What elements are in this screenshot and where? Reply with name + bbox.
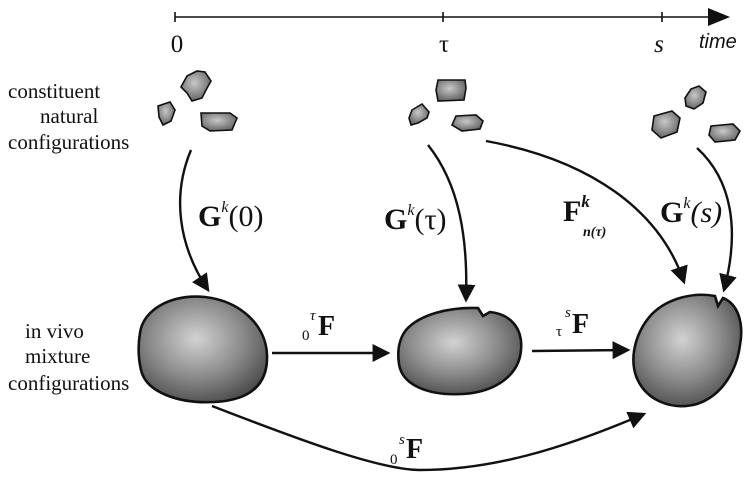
label-G0-symbol: G xyxy=(198,200,221,233)
time-axis-label: time xyxy=(699,31,737,53)
label-Fn-superscript: k xyxy=(581,192,590,211)
label-Ftaus-symbol: F xyxy=(572,309,589,340)
label-Gtau-superscript: k xyxy=(407,202,415,219)
label-Fn: Fk xyxy=(563,192,590,228)
label-G0-superscript: k xyxy=(221,199,229,216)
label-F0tau: τ 0 F xyxy=(302,308,335,344)
mixture-label-line-3: configurations xyxy=(8,371,129,395)
label-F0s-pre-sub: 0 xyxy=(390,452,398,468)
label-Gtau-argument: (τ) xyxy=(414,203,446,236)
tick-label-s: s xyxy=(654,31,664,58)
label-G0-argument: (0) xyxy=(228,200,263,233)
arrow-G0 xyxy=(178,149,210,293)
label-Fn-subscript: n(τ) xyxy=(583,225,606,240)
label-Ftaus-pre-sub: τ xyxy=(556,324,562,340)
label-F0tau-symbol: F xyxy=(318,311,335,342)
mixture-body-time-tau xyxy=(396,306,523,396)
label-F0s-symbol: F xyxy=(406,434,423,465)
particles-time-s xyxy=(651,85,741,143)
particle xyxy=(180,70,212,102)
particles-time-tau xyxy=(408,79,484,132)
label-Gs: Gk(s) xyxy=(660,195,722,229)
natural-configurations-label: constituent natural configurations xyxy=(8,79,129,154)
mapping-arrows xyxy=(178,139,737,472)
arrow-Ftaus xyxy=(531,341,631,360)
mixture-configurations-label: in vivo mixture configurations xyxy=(8,319,129,395)
particle xyxy=(408,102,430,126)
particles-time-0 xyxy=(157,70,238,132)
mixture-body-time-0 xyxy=(137,295,269,404)
particle xyxy=(435,79,467,102)
label-Gs-argument: (s) xyxy=(690,196,722,229)
arrow-Gtau xyxy=(427,144,476,303)
label-Fn-subscript-text: n(τ) xyxy=(583,225,606,240)
natural-label-line-1: constituent xyxy=(8,79,100,103)
mixture-label-line-2: mixture xyxy=(25,344,90,368)
label-Ftaus-pre-sup: s xyxy=(565,305,571,321)
tick-label-tau: τ xyxy=(439,31,449,58)
timeline: 0 τ s time xyxy=(171,8,737,58)
particle xyxy=(684,85,707,110)
tick-label-0: 0 xyxy=(171,31,184,58)
natural-label-line-3: configurations xyxy=(8,130,129,154)
particle xyxy=(708,123,741,143)
particle xyxy=(200,112,238,132)
label-F0s: s 0 F xyxy=(390,432,423,468)
arrow-Gs xyxy=(696,147,737,293)
label-Gs-symbol: G xyxy=(660,196,683,229)
label-F0tau-pre-sup: τ xyxy=(310,308,316,324)
label-Gtau-symbol: G xyxy=(384,203,407,236)
natural-label-line-2: natural xyxy=(40,104,98,128)
particle xyxy=(651,110,681,139)
label-F0tau-pre-sub: 0 xyxy=(302,328,310,344)
mixture-body-time-s xyxy=(632,293,743,408)
timeline-arrowhead xyxy=(708,8,730,26)
label-Ftaus: s τ F xyxy=(556,305,589,340)
arrow-F0s xyxy=(211,404,647,472)
particle xyxy=(450,114,484,132)
label-Gs-superscript: k xyxy=(683,195,691,212)
label-F0s-pre-sup: s xyxy=(399,432,405,448)
particle xyxy=(157,101,176,127)
mixture-label-line-1: in vivo xyxy=(25,319,84,343)
label-G0: Gk(0) xyxy=(198,199,263,233)
label-Fn-symbol: F xyxy=(563,195,581,228)
label-Gtau: Gk(τ) xyxy=(384,202,447,236)
arrow-Fn xyxy=(485,139,688,285)
